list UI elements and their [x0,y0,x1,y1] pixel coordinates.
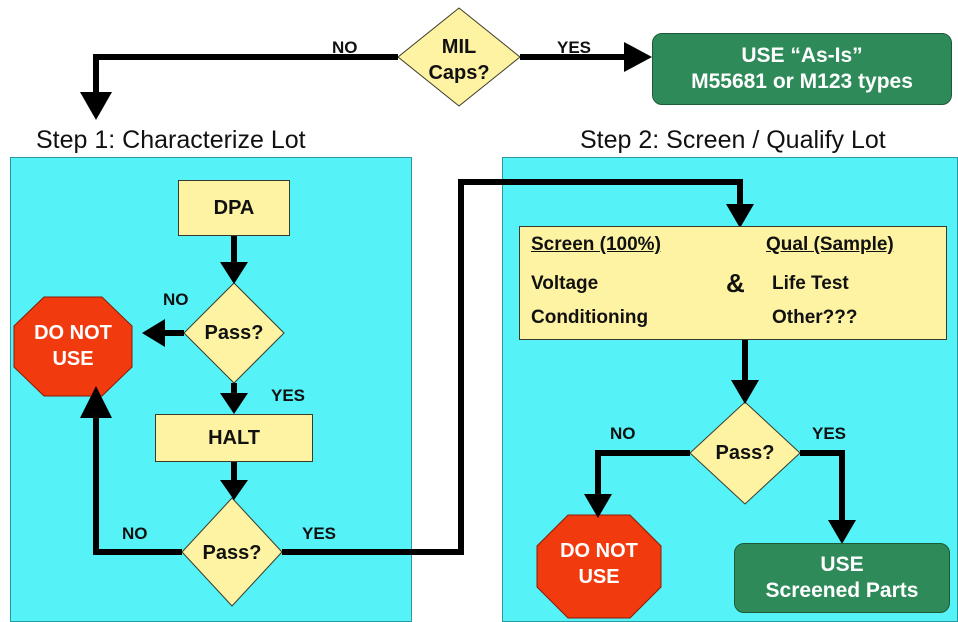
pass1-no-label: NO [163,290,189,309]
arrowhead-pass2-no [80,386,112,418]
mil-caps-label: MIL Caps? [424,34,494,86]
arrow-pass2-no [93,415,182,555]
arrowhead-screen-pass3 [731,380,759,404]
step1-title: Step 1: Characterize Lot [36,126,306,154]
use-screened-box: USE Screened Parts [734,543,950,613]
arrow-mil-no [93,54,398,96]
use-as-is-line2: M55681 or M123 types [691,70,913,93]
arrowhead-pass3-no [584,494,612,518]
arrowhead-pass1-halt [220,393,248,414]
use-as-is-box: USE “As-Is” M55681 or M123 types [652,33,952,105]
arrowhead-mil-yes [624,42,652,72]
arrowhead-dpa-pass [220,262,248,284]
stop-left-line2: USE [52,348,94,370]
stop-right-line1: DO NOT [560,540,638,562]
mil-caps-decision [397,7,521,107]
screen-qual-box [519,226,947,340]
pass1-yes-label: YES [271,386,306,405]
mil-caps-line1: MIL [441,36,477,58]
screen-header: Screen (100%) [531,234,661,255]
pass3-decision [689,401,801,505]
step2-title: Step 2: Screen / Qualify Lot [580,126,886,154]
stop-right-label: DO NOT USE [537,538,661,590]
screen-line2: Conditioning [531,307,649,328]
pass2-no-label: NO [122,524,148,543]
screen-line1: Voltage [531,273,599,294]
pass3-yes-label: YES [812,424,847,443]
mil-no-label: NO [332,38,358,57]
stop-right-line2: USE [578,566,620,588]
mil-caps-line2: Caps? [428,62,490,84]
qual-line2: Other??? [772,307,858,328]
pass2-yes-label: YES [302,524,337,543]
arrowhead-halt-pass2 [220,480,248,500]
pass3-no-label: NO [610,424,636,443]
arrowhead-pass3-yes [828,520,856,544]
mil-yes-label: YES [557,38,592,57]
arrow-pass3-no [595,450,690,498]
halt-box: HALT [155,414,313,462]
arrow-pass2-yes [282,179,743,555]
arrow-pass3-yes [800,450,845,524]
qual-header: Qual (Sample) [766,234,894,255]
arrowhead-pass2-yes [726,204,754,228]
stop-octagon-right [536,514,662,619]
qual-line1: Life Test [772,273,849,294]
stop-left-line1: DO NOT [34,322,112,344]
use-screened-line1: USE [820,552,864,576]
pass2-decision [181,497,283,607]
ampersand: & [726,268,745,298]
dpa-box: DPA [178,180,290,236]
use-screened-line2: Screened Parts [765,579,919,602]
arrowhead-pass1-no [142,319,165,347]
use-as-is-line1: USE “As-Is” [741,43,863,67]
pass3-label: Pass? [715,442,775,464]
arrowhead-mil-no [80,92,112,120]
stop-octagon-left [13,296,133,397]
pass2-label: Pass? [202,542,262,564]
stop-left-label: DO NOT USE [14,320,132,372]
pass1-label: Pass? [204,322,264,344]
